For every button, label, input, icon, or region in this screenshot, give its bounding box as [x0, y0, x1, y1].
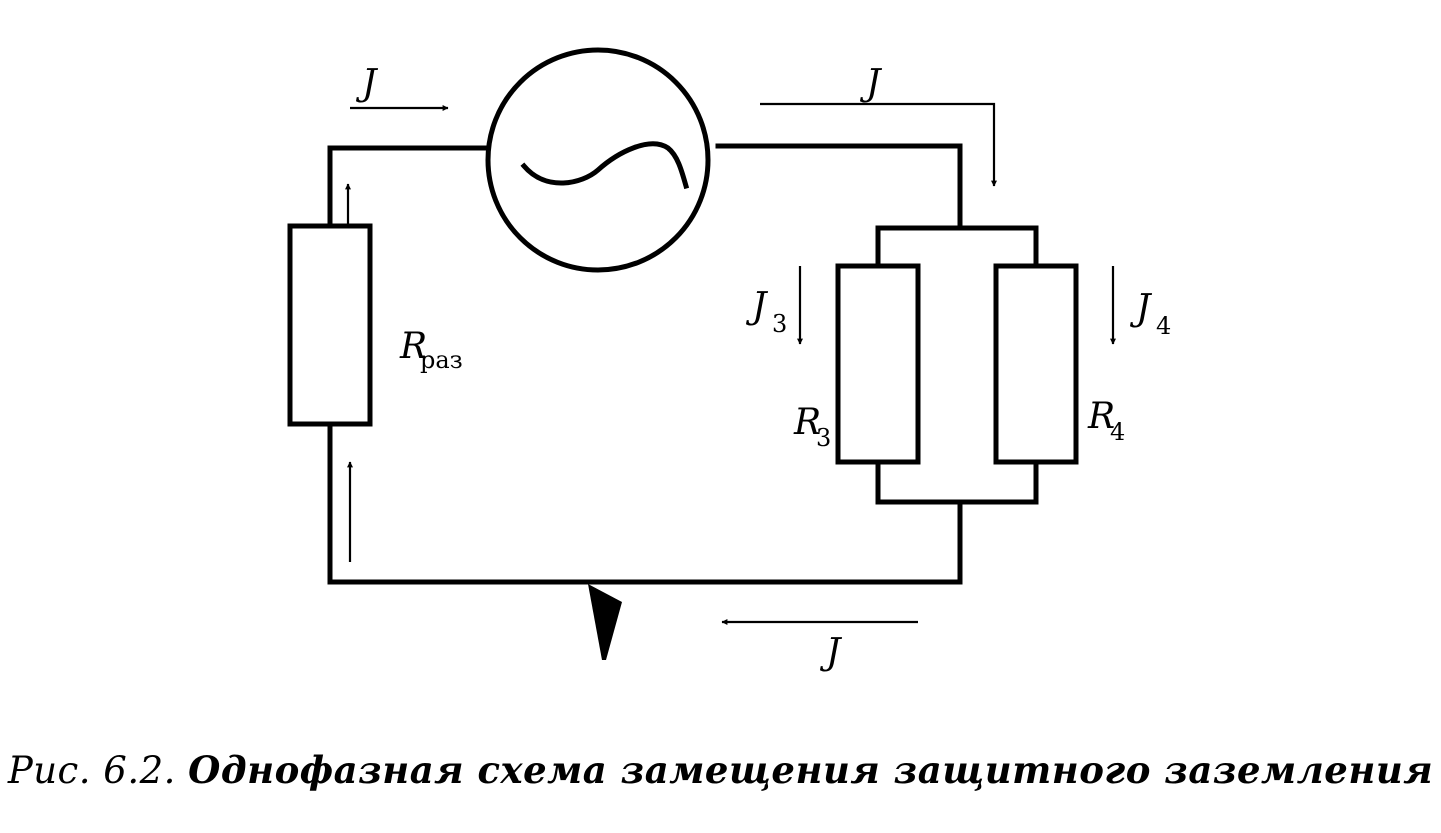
current-arrow-top-right [760, 102, 997, 187]
label-current-branch4-sub: 4 [1156, 312, 1171, 340]
label-resistor-4-sub: 4 [1110, 418, 1125, 446]
sine-wave-icon [520, 141, 690, 190]
wire-parallel-top [875, 225, 1039, 269]
label-resistor-3: R [793, 402, 821, 443]
ground-arrow-icon [588, 584, 622, 660]
label-resistor-3-sub: 3 [816, 424, 831, 452]
caption-title: Однофазная схема замещения защитного заз… [188, 748, 1434, 792]
label-current-branch3-sub: 3 [772, 310, 787, 338]
label-current-bottom: J [819, 632, 843, 673]
label-resistor-spread-sub: раз [420, 346, 463, 374]
label-current-branch4: J [1129, 288, 1153, 329]
figure-caption: Рис. 6.2. Однофазная схема замещения защ… [0, 748, 1441, 792]
wire-left-top [327, 145, 489, 229]
ac-source [485, 47, 711, 273]
label-current-branch3: J [745, 286, 769, 327]
wire-left-bottom [327, 421, 963, 585]
caption-number: Рис. 6.2. [7, 749, 176, 792]
wire-right-top [715, 143, 963, 229]
label-resistor-4: R [1087, 396, 1115, 437]
resistor-4 [993, 263, 1079, 465]
label-resistor-spread: R [399, 326, 427, 367]
label-current-top-right: J [859, 63, 883, 104]
label-current-top-left: J [355, 63, 379, 104]
resistor-spread [287, 223, 373, 427]
wire-parallel-bottom [875, 459, 1039, 505]
resistor-3 [835, 263, 921, 465]
